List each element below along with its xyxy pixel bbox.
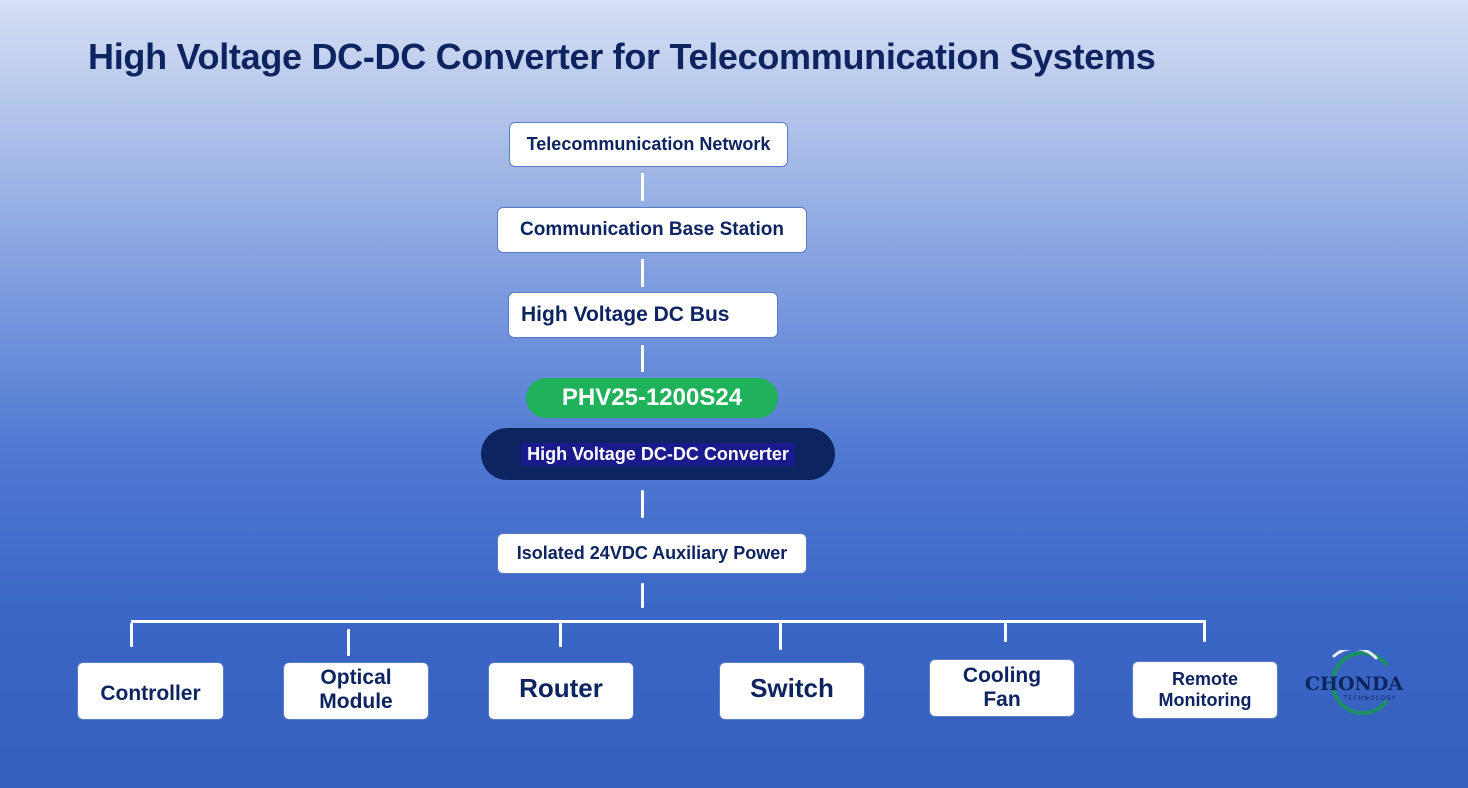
model-number-label: PHV25-1200S24 [561, 384, 743, 411]
auxiliary-power-label: Isolated 24VDC Auxiliary Power [516, 543, 788, 564]
controller-label: Controller [100, 681, 201, 705]
branch-line [559, 623, 562, 647]
dc-bus-label: High Voltage DC Bus [521, 302, 730, 326]
branch-line [347, 629, 350, 656]
branch-line [1203, 621, 1206, 642]
base-station-box: Communication Base Station [497, 207, 807, 253]
telecommunication-network-box: Telecommunication Network [509, 122, 788, 167]
connector-line [641, 345, 644, 372]
branch-line [130, 623, 133, 647]
telecommunication-network-label: Telecommunication Network [526, 134, 771, 155]
logo-wordmark: CHONDA [1305, 673, 1403, 695]
branch-line [1004, 623, 1007, 642]
converter-label: High Voltage DC-DC Converter [521, 442, 795, 466]
distribution-bus-line [131, 620, 1206, 623]
model-number-badge: PHV25-1200S24 [526, 378, 778, 418]
optical-module-label-line-1: Optical [320, 665, 392, 689]
optical-module-label-line-2: Module [319, 690, 393, 713]
logo-tagline: TECHNOLOGY [1342, 695, 1396, 702]
base-station-label: Communication Base Station [520, 219, 784, 241]
cooling-fan-label-line-1: Cooling [962, 663, 1042, 687]
optical-module-box: Optical Module [283, 662, 429, 720]
connector-line [641, 173, 644, 201]
logo-ring-highlight [1332, 650, 1378, 660]
cooling-fan-box: Cooling Fan [929, 659, 1075, 717]
page-title: High Voltage DC-DC Converter for Telecom… [88, 36, 1156, 77]
chonda-logo: CHONDA TECHNOLOGY [1305, 650, 1403, 715]
switch-label: Switch [750, 673, 834, 704]
connector-line [641, 259, 644, 287]
auxiliary-power-box: Isolated 24VDC Auxiliary Power [497, 533, 807, 574]
logo-ring-icon [1330, 651, 1388, 715]
switch-box: Switch [719, 662, 865, 720]
connector-line [641, 490, 644, 518]
remote-monitoring-label-line-2: Monitoring [1158, 690, 1252, 710]
cooling-fan-label-line-2: Fan [983, 688, 1021, 711]
branch-line [779, 623, 782, 650]
remote-monitoring-box: Remote Monitoring [1132, 661, 1278, 719]
controller-box: Controller [77, 662, 224, 720]
connector-line [641, 583, 644, 608]
remote-monitoring-label-line-1: Remote [1171, 669, 1238, 690]
converter-badge: High Voltage DC-DC Converter [481, 428, 835, 480]
router-label: Router [519, 673, 603, 704]
router-box: Router [488, 662, 634, 720]
dc-bus-box: High Voltage DC Bus [508, 292, 778, 338]
